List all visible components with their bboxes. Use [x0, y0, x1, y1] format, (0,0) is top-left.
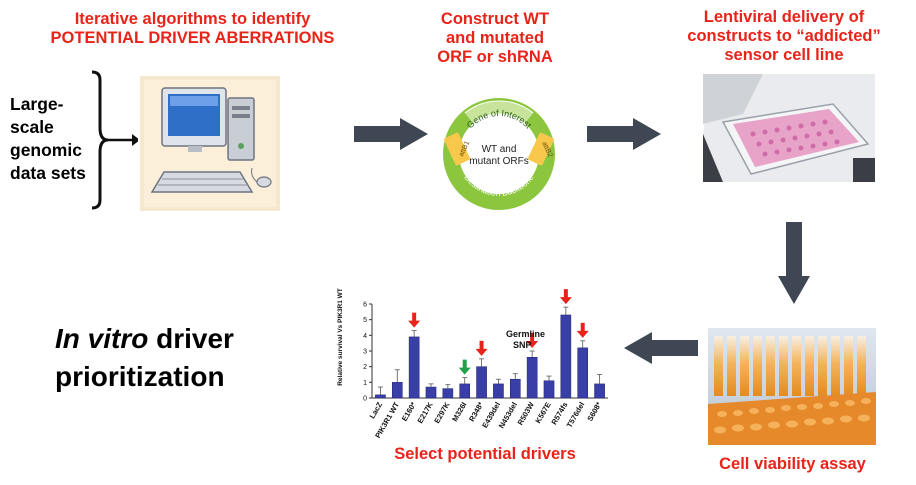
y-tick-label: 5: [363, 317, 367, 324]
bar: [543, 380, 555, 399]
x-tick-label: R503W: [516, 400, 537, 427]
green-arrow-head: [458, 367, 471, 375]
germline-label-line2: SNP: [513, 340, 532, 350]
viability-plate-image: [708, 328, 876, 445]
x-tick-label: S608*: [585, 400, 603, 422]
flow-arrow-1: [354, 118, 428, 150]
y-tick-label: 1: [363, 380, 367, 387]
conclusion-rest: driver: [148, 323, 234, 354]
survival-bar-chart: Relative survival Vs PIK3R1 WT 0 1 2 3 4 5 6 L…: [337, 288, 608, 440]
red-arrow-shaft: [479, 340, 484, 350]
step2-title: Construct WT and mutated ORF or shRNA: [437, 10, 553, 66]
bar: [408, 336, 420, 399]
bar: [560, 314, 572, 399]
bar: [459, 383, 471, 399]
conclusion-italic: In vitro: [55, 323, 149, 354]
y-tick-label: 4: [363, 333, 367, 340]
bar: [442, 388, 454, 399]
red-arrow-head: [559, 297, 572, 305]
red-arrow-head: [576, 330, 589, 338]
conclusion-text: In vitro driver prioritization: [55, 320, 234, 396]
red-arrow-shaft: [580, 322, 585, 332]
computer-icon: [140, 76, 280, 211]
bar: [493, 383, 504, 399]
input-bracket: [91, 70, 138, 210]
viability-label: Cell viability assay: [719, 455, 866, 473]
red-arrow-shaft: [412, 312, 417, 322]
flow-arrow-4: [624, 332, 698, 364]
y-tick-label: 2: [363, 364, 367, 371]
input-data-label: Large- scale genomic data sets: [10, 94, 86, 183]
plasmid-center-line2: mutant ORFs: [469, 156, 528, 167]
bar: [594, 383, 605, 399]
green-arrow-shaft: [462, 359, 467, 369]
x-tick-label: M326I: [450, 401, 468, 424]
red-arrow-shaft: [530, 333, 535, 342]
y-tick-label: 3: [363, 349, 367, 356]
bar: [476, 366, 487, 399]
select-drivers-label: Select potential drivers: [394, 445, 576, 463]
red-arrow-head: [408, 320, 421, 328]
bar: [425, 386, 437, 399]
chart-ylabel: Relative survival Vs PIK3R1 WT: [337, 288, 344, 386]
red-arrow-head: [526, 341, 539, 348]
x-tick-label: E297K: [432, 400, 452, 425]
step1-title: Iterative algorithms to identify POTENTI…: [50, 10, 335, 47]
y-tick-label: 6: [363, 302, 367, 309]
step3-title: Lentiviral delivery of constructs to “ad…: [687, 8, 881, 64]
bar: [375, 394, 386, 399]
plate-reader-image: [703, 74, 875, 182]
plasmid-diagram: Gene of Interest Destination Backbone at…: [443, 98, 555, 210]
x-tick-label: LacZ: [368, 400, 385, 420]
germline-label-line1: Germline: [506, 329, 545, 339]
flow-arrow-2: [587, 118, 661, 150]
plasmid-center-line1: WT and: [482, 144, 517, 155]
bar: [391, 382, 403, 399]
y-tick-label: 0: [363, 396, 367, 403]
bar: [577, 347, 589, 399]
red-arrow-head: [475, 348, 488, 356]
flow-arrow-3: [778, 222, 810, 304]
bar: [526, 357, 538, 399]
red-arrow-shaft: [563, 289, 568, 299]
bar: [509, 378, 521, 399]
conclusion-line2: prioritization: [55, 361, 225, 392]
